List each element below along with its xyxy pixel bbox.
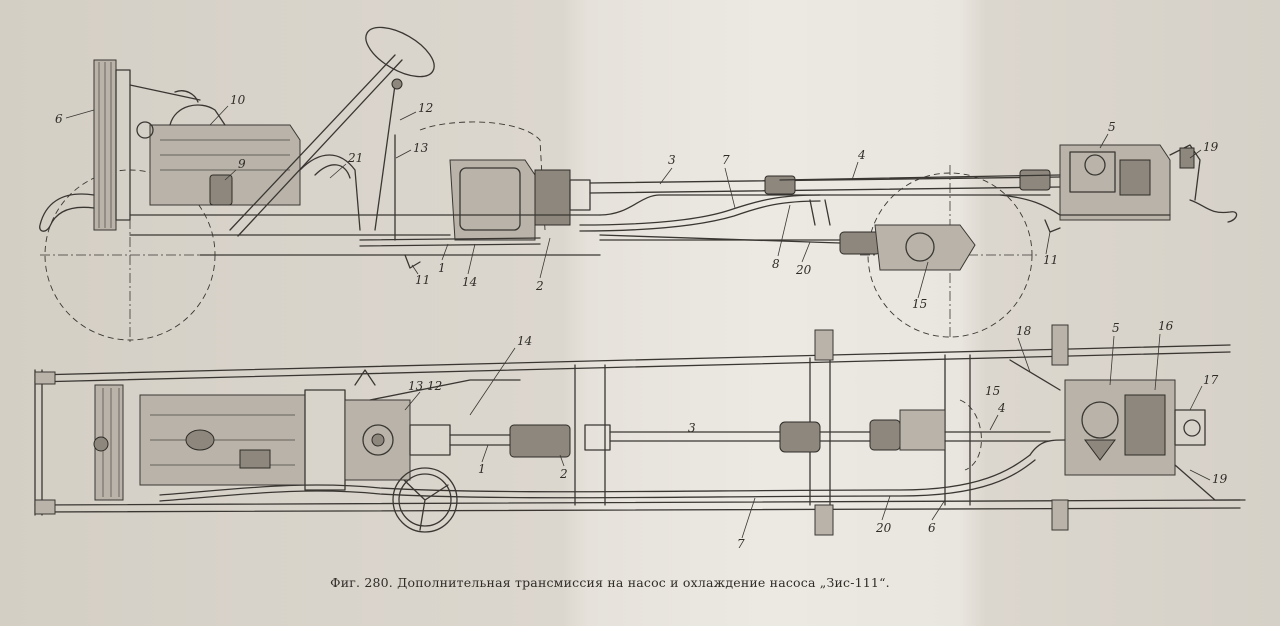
callout-12-plan: 12 — [427, 379, 442, 393]
callout-15-plan: 15 — [985, 384, 1000, 398]
callout-7-plan: 7 — [737, 537, 745, 551]
pipe-20 — [599, 234, 841, 244]
callout-11-rear: 11 — [1043, 253, 1058, 267]
figure-caption: Фиг. 280. Дополнительная трансмиссия на … — [330, 575, 890, 590]
callout-19: 19 — [1203, 140, 1219, 154]
callout-20: 20 — [795, 263, 812, 277]
cooling-pipe-plan — [159, 454, 1031, 496]
callout-11-front: 11 — [415, 273, 430, 287]
driveshaft-3 — [589, 176, 1061, 184]
callout-1: 1 — [438, 261, 446, 275]
callout-13-plan: 13 — [408, 379, 424, 393]
callout-1-plan: 1 — [478, 462, 486, 476]
callout-7: 7 — [722, 153, 730, 167]
callout-20-plan: 20 — [875, 521, 892, 535]
plan-view — [34, 324, 1246, 536]
side-view-callouts: 6 10 9 21 12 13 3 7 4 5 19 1 14 2 8 20 1… — [55, 93, 1219, 311]
callout-14-plan: 14 — [517, 334, 532, 348]
callout-3-plan: 3 — [688, 421, 696, 435]
frame-rail-bottom — [34, 499, 1241, 506]
driveshaft-3-plan — [609, 431, 781, 442]
callout-5: 5 — [1108, 120, 1116, 134]
rear-axle — [874, 224, 976, 271]
steering-wheel — [365, 26, 435, 78]
callout-17-plan: 17 — [1203, 373, 1219, 387]
callout-21: 21 — [347, 151, 363, 165]
callout-19-plan: 19 — [1212, 472, 1228, 486]
callout-16-plan: 16 — [1158, 319, 1174, 333]
callout-8: 8 — [772, 257, 780, 271]
steering-wheel-plan — [392, 467, 458, 533]
side-view — [39, 26, 1238, 345]
callout-10: 10 — [230, 93, 246, 107]
engine-block — [149, 124, 301, 206]
cooling-pipe-7 — [579, 194, 821, 226]
callout-9: 9 — [238, 157, 246, 171]
callout-12: 12 — [418, 101, 433, 115]
callout-6-plan: 6 — [928, 521, 936, 535]
callout-5-plan: 5 — [1112, 321, 1120, 335]
steering-column — [229, 54, 396, 231]
plan-view-callouts: 14 13 12 3 1 2 15 4 18 5 16 17 19 7 20 6 — [404, 319, 1228, 551]
callout-6: 6 — [55, 112, 63, 126]
callout-2: 2 — [535, 279, 544, 293]
callout-2-plan: 2 — [559, 467, 568, 481]
callout-15: 15 — [912, 297, 927, 311]
callout-18-plan: 18 — [1016, 324, 1032, 338]
callout-13: 13 — [413, 141, 429, 155]
callout-3: 3 — [668, 153, 676, 167]
callout-4-plan: 4 — [997, 401, 1006, 415]
callout-14: 14 — [462, 275, 477, 289]
callout-4: 4 — [857, 148, 866, 162]
frame-rail-top — [34, 344, 1231, 376]
gearbox — [449, 159, 536, 241]
